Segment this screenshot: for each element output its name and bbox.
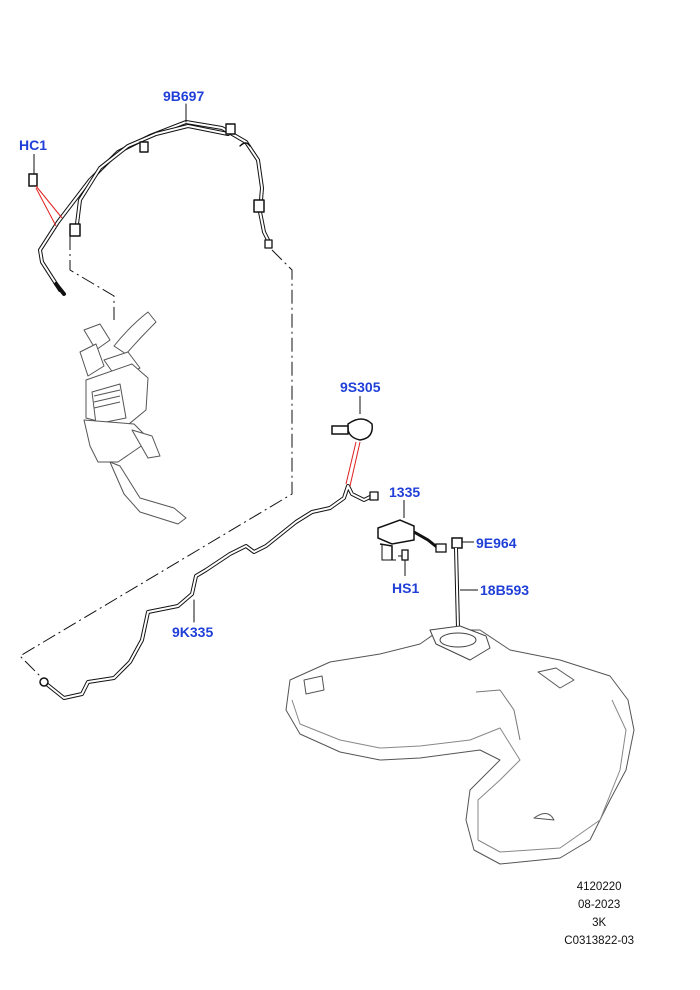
fuel-tank [285,625,635,865]
reference-date: 08-2023 [578,899,621,911]
callout-18b593[interactable]: 18B593 [480,582,530,598]
clip-9s305 [331,396,373,487]
fuel-pipe-lower [39,484,379,700]
valve-1335 [377,500,447,576]
reference-number: 4120220 [576,881,622,893]
reference-block: 4120220 08-2023 3K C0313822-03 [564,878,634,950]
canister-module [79,311,187,525]
fitting-9e964 [451,537,478,629]
connection-lines [19,236,293,677]
reference-illustration-id: C0313822-03 [564,935,634,947]
callout-hs1[interactable]: HS1 [392,580,420,596]
callout-9s305[interactable]: 9S305 [340,379,381,395]
callout-hc1[interactable]: HC1 [19,137,48,153]
callout-9b697[interactable]: 9B697 [163,88,205,104]
clip-hc1 [28,154,63,227]
callout-9e964[interactable]: 9E964 [476,535,517,551]
reference-code: 3K [592,917,607,929]
callout-9k335[interactable]: 9K335 [172,624,214,640]
callout-1335[interactable]: 1335 [389,484,421,500]
fuel-pipe-upper [38,103,273,296]
